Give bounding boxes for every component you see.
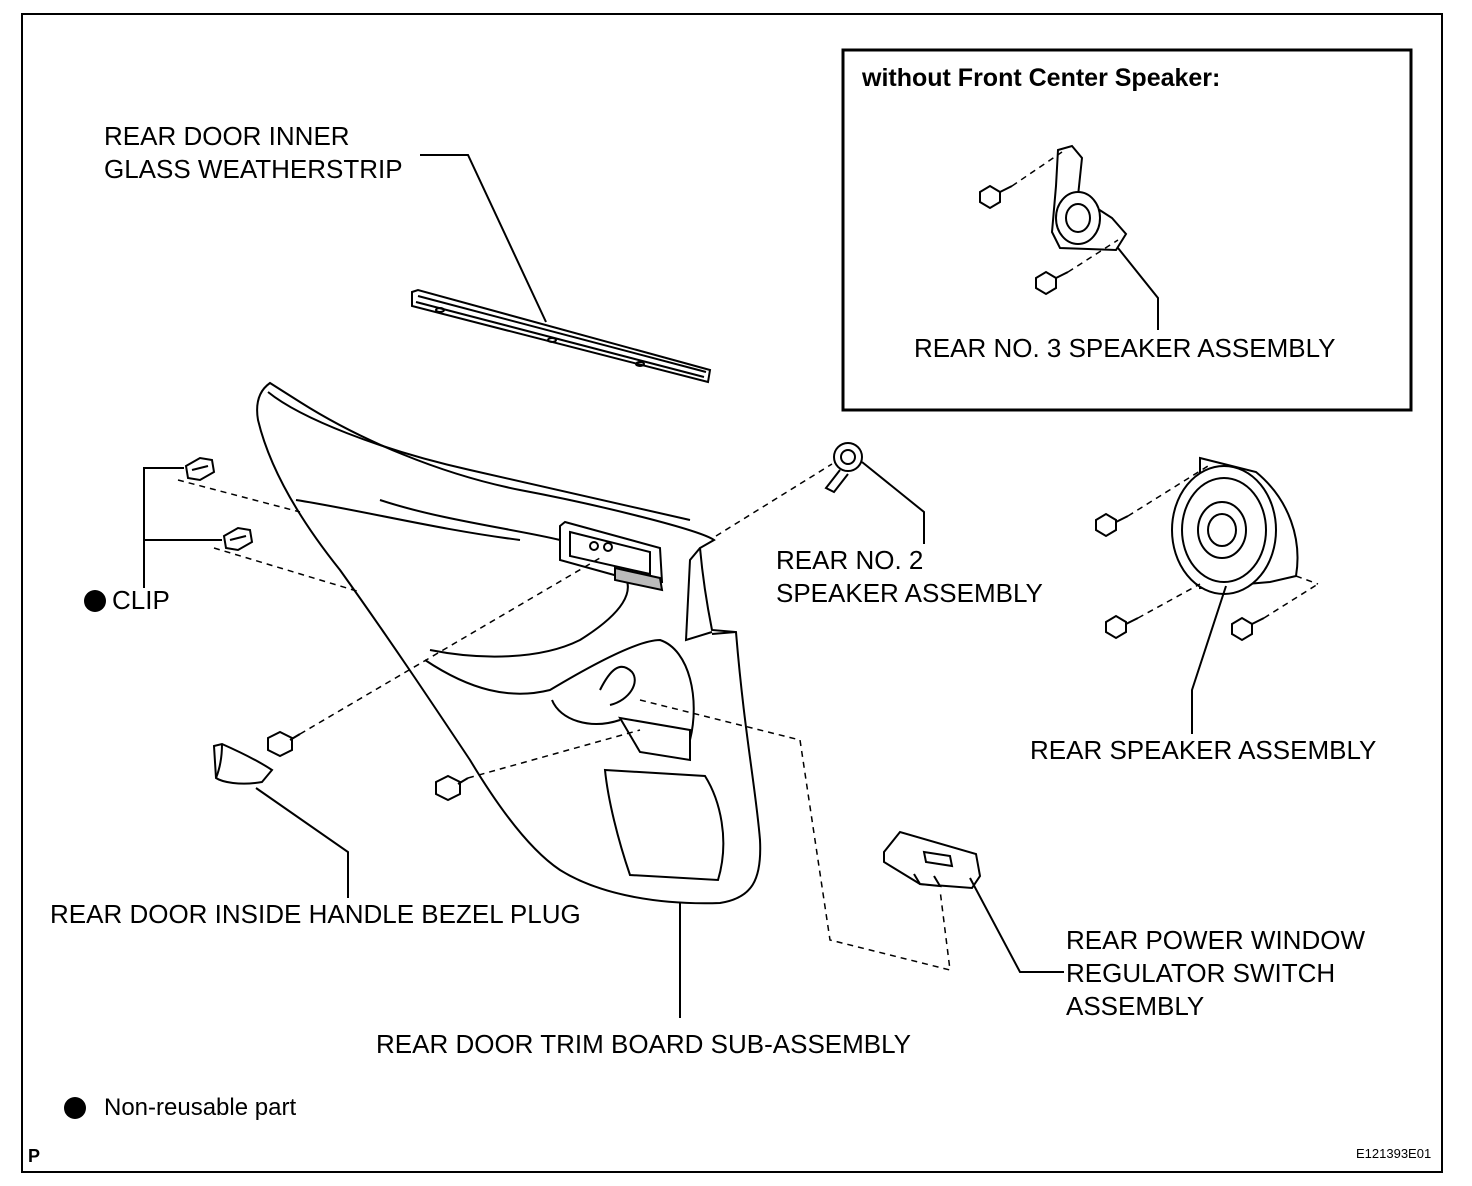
weatherstrip-part <box>411 288 712 384</box>
bezel-plug-leader <box>255 787 349 898</box>
bezel-plug-label: REAR DOOR INSIDE HANDLE BEZEL PLUG <box>50 899 581 929</box>
trim-screw-lower <box>435 774 469 802</box>
rear-speaker-screw-2 <box>1105 614 1139 640</box>
trim-screw-upper <box>267 730 301 758</box>
door-trim-board <box>256 381 762 905</box>
no3-speaker-part <box>1050 144 1128 252</box>
outer-frame <box>21 13 1443 1173</box>
rear-speaker-leader <box>1191 585 1227 734</box>
rear-speaker-screw-3 <box>1231 616 1265 642</box>
legend-non-reusable: Non-reusable part <box>104 1094 297 1121</box>
no2-speaker-label: REAR NO. 2 SPEAKER ASSEMBLY <box>776 545 1043 608</box>
rear-speaker-part <box>1171 456 1299 595</box>
rear-speaker-screw-1 <box>1095 512 1129 538</box>
window-switch-leader <box>969 877 1064 973</box>
inset-title: without Front Center Speaker: <box>862 64 1221 92</box>
clip-top <box>184 456 216 482</box>
clip-label: CLIP <box>112 585 170 615</box>
clip-bottom <box>222 526 254 552</box>
window-switch-label: REAR POWER WINDOW REGULATOR SWITCH ASSEM… <box>1066 925 1365 1021</box>
weatherstrip-leader <box>420 154 547 323</box>
no2-speaker-leader <box>861 461 925 544</box>
non-reusable-marker-clip <box>84 590 106 612</box>
inset-frame <box>841 48 1413 412</box>
no3-speaker-screw-2 <box>1035 270 1069 296</box>
rear-speaker-label: REAR SPEAKER ASSEMBLY <box>1030 735 1377 765</box>
figure-id: E121393E01 <box>1356 1146 1432 1161</box>
page-code: P <box>28 1146 41 1166</box>
window-switch-part <box>883 830 982 890</box>
clip-leader <box>143 467 222 541</box>
non-reusable-legend-marker <box>64 1097 86 1119</box>
weatherstrip-label: REAR DOOR INNER GLASS WEATHERSTRIP <box>104 121 403 184</box>
no2-speaker-part <box>824 442 863 494</box>
bezel-plug-part <box>212 742 274 785</box>
no3-speaker-label: REAR NO. 3 SPEAKER ASSEMBLY <box>914 333 1336 363</box>
no3-speaker-leader <box>1117 247 1159 330</box>
no3-speaker-screw-1 <box>979 184 1013 210</box>
trim-board-label: REAR DOOR TRIM BOARD SUB-ASSEMBLY <box>376 1029 912 1059</box>
